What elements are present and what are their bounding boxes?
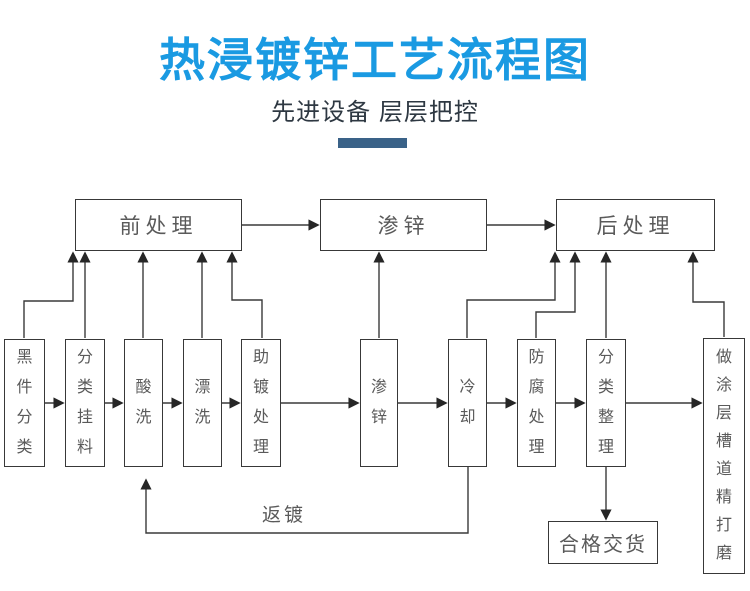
stage-box-zincing: 渗锌 — [320, 199, 487, 251]
connector-cooling-to-posttreatment — [466, 251, 561, 338]
process-box-acid-wash: 酸洗 — [124, 339, 163, 467]
process-label-black-parts-sorting: 黑件分类 — [16, 349, 33, 456]
connector-black-parts-to-pretreatment — [23, 251, 79, 338]
process-box-zinc-infiltration: 渗锌 — [360, 339, 398, 467]
process-box-sorting-hanging: 分类挂料 — [65, 339, 105, 467]
process-box-flux-treatment: 助镀处理 — [241, 339, 281, 467]
process-label-sorting-arrangement: 分类整理 — [597, 349, 614, 456]
process-box-black-parts-sorting: 黑件分类 — [4, 339, 45, 467]
title-divider — [338, 138, 407, 148]
process-label-zinc-infiltration: 渗锌 — [370, 379, 387, 426]
process-box-anticorrosion: 防腐处理 — [517, 339, 556, 467]
process-box-rinse: 漂洗 — [183, 339, 222, 467]
stage-box-pretreatment: 前处理 — [75, 199, 242, 251]
page-subtitle: 先进设备 层层把控 — [271, 99, 479, 126]
page-title: 热浸镀锌工艺流程图 — [159, 34, 591, 86]
stage-label-posttreatment: 后处理 — [596, 214, 675, 238]
feedback-label: 返镀 — [262, 505, 307, 526]
process-label-cooling: 冷却 — [459, 379, 476, 426]
process-box-coating-channel-polishing: 做涂层槽道精打磨 — [703, 338, 745, 574]
process-box-sorting-arrangement: 分类整理 — [586, 339, 626, 467]
process-label-coating-channel-polishing: 做涂层槽道精打磨 — [715, 349, 732, 562]
connector-replating-feedback — [140, 467, 469, 534]
connector-flux-to-pretreatment — [226, 251, 263, 338]
process-label-sorting-hanging: 分类挂料 — [76, 349, 93, 456]
connector-coating-to-posttreatment — [687, 251, 725, 337]
delivery-box: 合格交货 — [548, 521, 658, 564]
stage-box-posttreatment: 后处理 — [556, 199, 715, 251]
process-box-cooling: 冷却 — [448, 339, 487, 467]
stage-label-pretreatment: 前处理 — [119, 214, 198, 238]
delivery-label: 合格交货 — [559, 534, 647, 556]
process-label-acid-wash: 酸洗 — [135, 379, 152, 426]
process-label-rinse: 漂洗 — [194, 379, 211, 426]
process-label-anticorrosion: 防腐处理 — [528, 349, 545, 456]
process-label-flux-treatment: 助镀处理 — [252, 349, 269, 456]
connector-anticorrosion-to-posttreatment — [535, 251, 581, 338]
stage-label-zincing: 渗锌 — [377, 214, 430, 238]
